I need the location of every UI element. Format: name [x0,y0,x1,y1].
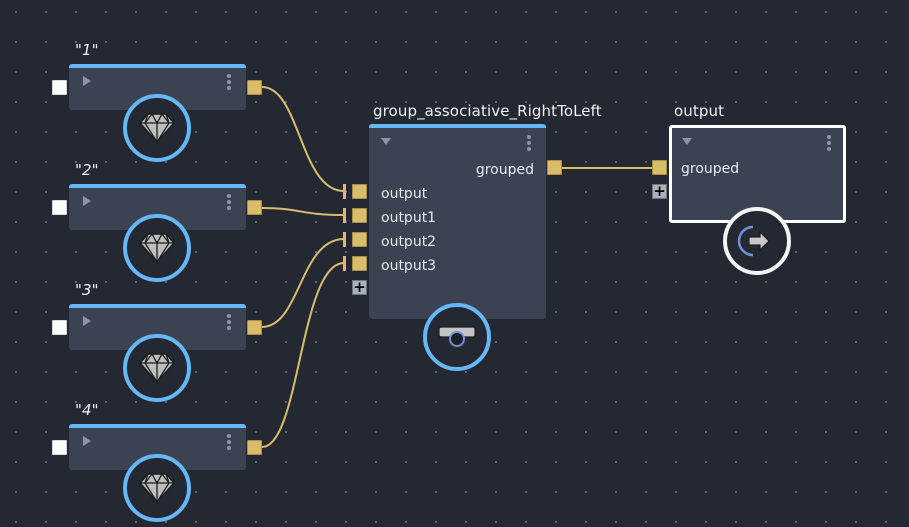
node-title: group_associative_RightToLeft [373,102,602,120]
diamond-icon [139,232,175,264]
input-port[interactable] [52,440,67,455]
input-port[interactable] [52,200,67,215]
kebab-menu-icon[interactable] [227,314,231,330]
input-port-output1[interactable] [352,208,367,223]
port-connector-tick [343,184,346,199]
node-type-badge[interactable] [123,334,191,402]
expand-icon[interactable] [83,196,91,206]
output-port-label: grouped [475,162,534,178]
wire-4-to-output3 [261,262,345,448]
collapse-icon[interactable] [682,138,692,145]
node-title: "2" [75,161,99,179]
input-port-label: output1 [381,210,437,226]
kebab-menu-icon[interactable] [227,434,231,450]
node-title: output [674,102,725,120]
kebab-menu-icon[interactable] [227,194,231,210]
collapse-icon[interactable] [381,138,391,145]
wire-1-to-output [261,86,345,192]
node-type-badge[interactable] [123,94,191,162]
camera-icon [438,326,476,347]
port-connector-tick [343,256,346,271]
node-type-badge[interactable] [123,214,191,282]
input-port[interactable] [52,320,67,335]
add-port-button[interactable]: + [352,278,367,296]
add-port-button[interactable]: + [652,182,667,200]
node-title: "1" [75,41,99,59]
output-port[interactable] [247,80,262,95]
output-port[interactable] [247,320,262,335]
exit-arrow-icon [737,225,770,257]
node-type-badge[interactable] [123,454,191,522]
node-type-badge[interactable] [723,207,791,275]
kebab-menu-icon[interactable] [827,135,831,151]
node-body[interactable]: grouped [669,125,846,223]
input-port-label: output [381,186,428,202]
port-connector-tick [343,208,346,223]
wire-3-to-output2 [261,238,345,328]
node-title: "4" [75,401,99,419]
node-body[interactable]: grouped output output1 output2 output3 [369,124,546,319]
input-port[interactable] [52,80,67,95]
input-port-label: output2 [381,234,437,250]
node-type-badge[interactable] [423,303,491,371]
port-connector-tick [343,232,346,247]
grouped-output-port[interactable] [547,160,562,175]
node-title: "3" [75,281,99,299]
kebab-menu-icon[interactable] [227,74,231,90]
grouped-input-port[interactable] [652,160,667,175]
input-port-label: output3 [381,258,437,274]
diamond-icon [139,352,175,384]
input-port-output[interactable] [352,184,367,199]
diamond-icon [139,472,175,504]
input-port-label: grouped [681,161,740,177]
input-port-output2[interactable] [352,232,367,247]
expand-icon[interactable] [83,436,91,446]
output-port[interactable] [247,440,262,455]
kebab-menu-icon[interactable] [527,135,531,151]
expand-icon[interactable] [83,316,91,326]
input-port-output3[interactable] [352,256,367,271]
diamond-icon [139,112,175,144]
output-port[interactable] [247,200,262,215]
expand-icon[interactable] [83,76,91,86]
node-body[interactable] [69,184,246,230]
wire-2-to-output1 [261,207,345,216]
